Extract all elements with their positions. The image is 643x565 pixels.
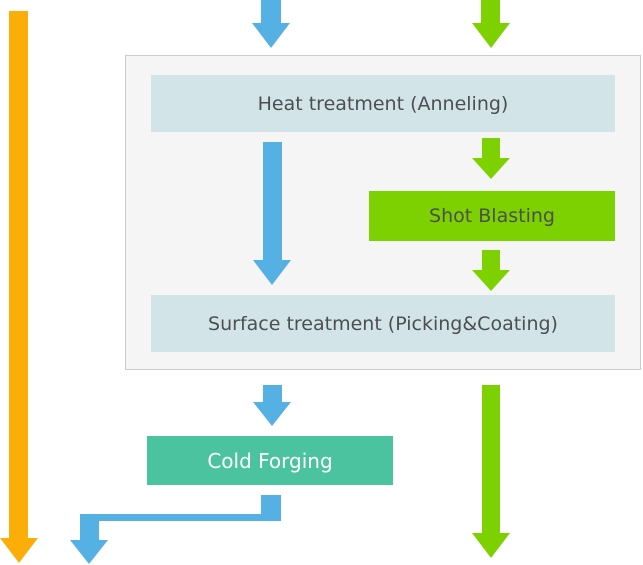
blue-cold-output-arrow xyxy=(70,495,281,564)
heat-treatment-label: Heat treatment (Anneling) xyxy=(257,92,509,115)
shot-blasting-step: Shot Blasting xyxy=(369,191,615,241)
surface-treatment-label: Surface treatment (Picking&Coating) xyxy=(208,312,558,335)
blue-surface-to-cold-arrow xyxy=(253,385,291,426)
green-shot-to-surface-arrow xyxy=(472,250,510,291)
green-input-arrow xyxy=(472,0,510,48)
green-output-arrow xyxy=(472,385,510,558)
orange-bypass-arrow xyxy=(0,11,38,563)
heat-treatment-step: Heat treatment (Anneling) xyxy=(151,75,615,132)
cold-forging-label: Cold Forging xyxy=(207,448,333,473)
surface-treatment-step: Surface treatment (Picking&Coating) xyxy=(151,295,615,352)
shot-blasting-label: Shot Blasting xyxy=(429,205,555,227)
green-heat-to-shot-arrow xyxy=(472,138,510,179)
blue-heat-to-surface-arrow xyxy=(253,142,291,285)
blue-input-arrow xyxy=(252,0,290,48)
cold-forging-step: Cold Forging xyxy=(147,436,393,485)
